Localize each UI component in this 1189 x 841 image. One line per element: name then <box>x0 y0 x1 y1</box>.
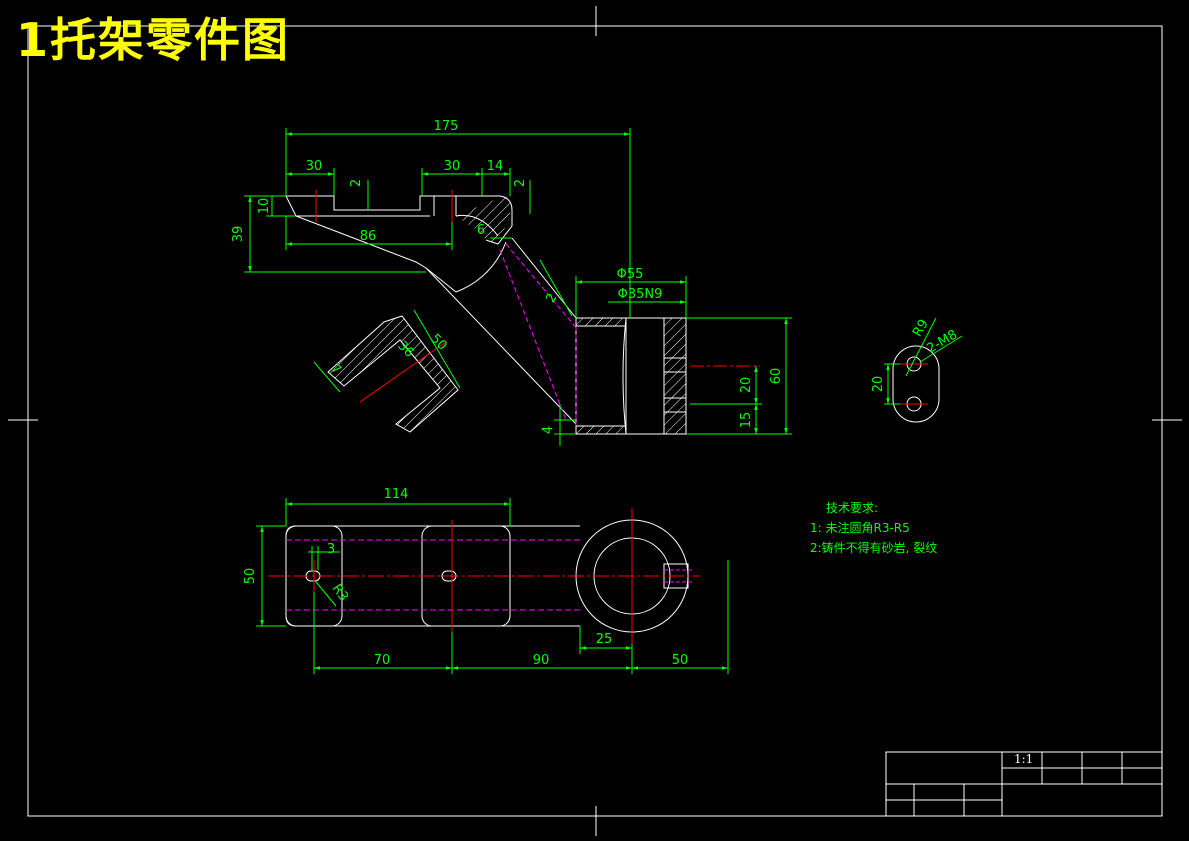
dim-30b: 30 <box>444 159 461 174</box>
dim-4: 4 <box>541 426 556 434</box>
dim-86: 86 <box>360 229 377 244</box>
dim-50h: 50 <box>672 653 689 668</box>
dim-15: 15 <box>739 412 754 429</box>
tech-item-1: 1: 未注圆角R3-R5 <box>810 521 910 535</box>
dim-114: 114 <box>384 487 409 502</box>
dim-14: 14 <box>487 159 504 174</box>
dim-175: 175 <box>434 119 459 134</box>
title-block <box>885 751 1163 817</box>
dim-m8: 2-M8 <box>924 327 960 356</box>
dim-6: 6 <box>477 223 485 238</box>
dim-2b: 2 <box>513 179 528 187</box>
front-view <box>285 190 760 435</box>
dim-r9: R9 <box>910 317 932 339</box>
tech-heading: 技术要求: <box>826 501 879 515</box>
side-view <box>892 345 940 423</box>
arm-section <box>327 315 459 433</box>
tech-item-2: 2:铸件不得有砂岩, 裂纹 <box>810 541 938 555</box>
dim-3: 3 <box>327 542 335 557</box>
dim-phi35: Φ35N9 <box>618 287 663 302</box>
dim-25: 25 <box>596 632 613 647</box>
dim-30a: 30 <box>306 159 323 174</box>
dim-20: 20 <box>739 377 754 394</box>
top-flange-section <box>286 196 510 244</box>
dimension-lines <box>244 128 963 674</box>
technical-requirements: 技术要求: 1: 未注圆角R3-R5 2:铸件不得有砂岩, 裂纹 <box>810 498 937 558</box>
drawing-title: 1托架零件图 <box>16 13 291 67</box>
dim-60: 60 <box>769 368 784 385</box>
dim-phi55: Φ55 <box>617 267 644 282</box>
dim-90: 90 <box>533 653 550 668</box>
dim-10: 10 <box>257 198 272 215</box>
dim-70: 70 <box>374 653 391 668</box>
scale-label: 1:1 <box>1014 752 1034 766</box>
dim-v20: 20 <box>871 376 886 393</box>
dim-39: 39 <box>231 226 246 243</box>
sheet-frame <box>8 6 1182 836</box>
dim-2c: 2 <box>543 291 560 306</box>
dim-50v: 50 <box>243 568 258 585</box>
dim-2a: 2 <box>349 179 364 187</box>
top-view <box>268 508 700 644</box>
dim-s50: 50 <box>427 331 449 353</box>
